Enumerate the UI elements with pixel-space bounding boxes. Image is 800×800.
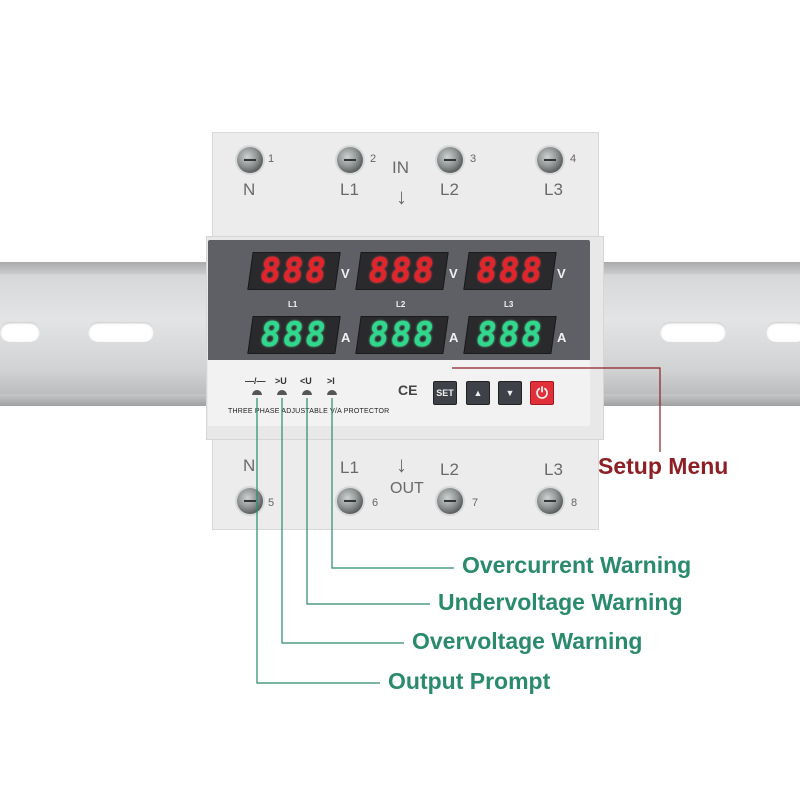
overvoltage-warning-callout: Overvoltage Warning xyxy=(412,628,643,654)
output-prompt-callout: Output Prompt xyxy=(388,668,551,694)
terminal-screw-6 xyxy=(337,488,363,514)
output-led xyxy=(252,390,262,395)
terminal-label: L1 xyxy=(340,458,359,477)
output-indicator-symbol: —/— xyxy=(245,376,266,386)
overvoltage-leader xyxy=(281,398,404,644)
overcurrent-warning-callout: Overcurrent Warning xyxy=(462,552,692,578)
control-strip xyxy=(208,360,590,426)
terminal-screw-1 xyxy=(237,147,263,173)
down-button[interactable]: ▼ xyxy=(498,381,522,405)
current-unit: A xyxy=(341,330,351,345)
product-tag: THREE PHASE ADJUSTABLE V/A PROTECTOR xyxy=(228,408,390,415)
terminal-screw-4 xyxy=(537,147,563,173)
setup-menu-callout: Setup Menu xyxy=(598,453,729,479)
power-button[interactable]: ⏻ xyxy=(530,381,554,405)
terminal-label: L2 xyxy=(440,460,459,479)
overcurrent-led xyxy=(327,390,337,395)
terminal-label: L3 xyxy=(544,460,563,479)
overvoltage-led xyxy=(277,390,287,395)
undervoltage-warning-callout: Undervoltage Warning xyxy=(438,589,683,615)
terminal-number: 3 xyxy=(470,153,477,165)
device-top-housing xyxy=(212,132,599,246)
terminal-number: 1 xyxy=(268,153,275,165)
set-button[interactable]: SET xyxy=(433,381,457,405)
phase-label-l2: L2 xyxy=(396,300,406,309)
setup-menu-leader xyxy=(452,367,661,452)
out-arrow-icon: ↓ xyxy=(396,452,407,477)
overcurrent-indicator-symbol: >I xyxy=(327,376,335,386)
output-prompt-leader xyxy=(256,398,380,684)
overvoltage-indicator-symbol: >U xyxy=(275,376,287,386)
terminal-label: L3 xyxy=(544,180,563,199)
phase-label-l3: L3 xyxy=(504,300,514,309)
rail-slot xyxy=(660,322,726,342)
current-unit: A xyxy=(557,330,567,345)
in-label: IN xyxy=(392,158,409,177)
overcurrent-leader xyxy=(331,398,454,569)
current-unit: A xyxy=(449,330,459,345)
terminal-number: 6 xyxy=(372,497,379,509)
terminal-screw-7 xyxy=(437,488,463,514)
terminal-number: 5 xyxy=(268,497,275,509)
voltage-unit: V xyxy=(341,266,350,281)
terminal-number: 7 xyxy=(472,497,479,509)
terminal-label: N xyxy=(243,180,256,199)
voltage-unit: V xyxy=(557,266,566,281)
rail-slot xyxy=(766,322,800,342)
device-bottom-housing xyxy=(212,432,599,530)
undervoltage-indicator-symbol: <U xyxy=(300,376,312,386)
out-label: OUT xyxy=(390,480,424,497)
terminal-screw-3 xyxy=(437,147,463,173)
terminal-number: 4 xyxy=(570,153,577,165)
in-arrow-icon: ↓ xyxy=(396,184,407,209)
terminal-number: 8 xyxy=(571,497,578,509)
rail-slot xyxy=(0,322,40,342)
voltage-unit: V xyxy=(449,266,458,281)
ce-mark: CE xyxy=(398,382,418,398)
terminal-screw-8 xyxy=(537,488,563,514)
rail-slot xyxy=(88,322,154,342)
terminal-number: 2 xyxy=(370,153,377,165)
up-button[interactable]: ▲ xyxy=(466,381,490,405)
terminal-label: L2 xyxy=(440,180,459,199)
phase-label-l1: L1 xyxy=(288,300,298,309)
undervoltage-led xyxy=(302,390,312,395)
undervoltage-leader xyxy=(306,398,430,605)
terminal-screw-2 xyxy=(337,147,363,173)
terminal-screw-5 xyxy=(237,488,263,514)
terminal-label: L1 xyxy=(340,180,359,199)
terminal-label: N xyxy=(243,456,256,475)
